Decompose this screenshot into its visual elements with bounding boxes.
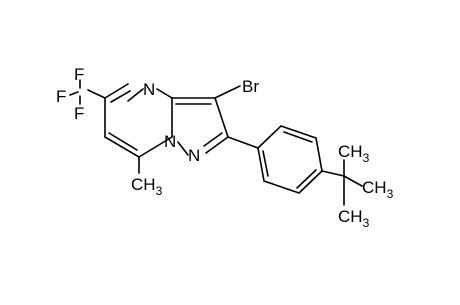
bond-n4-c3a bbox=[156, 88, 173, 99]
bond-c7-c6 bbox=[104, 136, 140, 158]
tbu-upper-methyl: CH3 bbox=[338, 142, 370, 165]
tbu-right-methyl: CH3 bbox=[362, 178, 394, 201]
bond-c5-n4 bbox=[127, 88, 144, 102]
bond-c2-n1-double bbox=[203, 132, 223, 147]
bond-c2-n1 bbox=[205, 136, 229, 154]
bond-c5-cf3 bbox=[87, 89, 106, 99]
bond-c5-n4-double bbox=[110, 90, 131, 103]
pyrimidine-ring bbox=[104, 83, 173, 158]
bond-c2-phenyl bbox=[227, 136, 259, 149]
tert-butyl-group bbox=[321, 159, 363, 206]
bond-c5-n4-edge bbox=[104, 83, 129, 99]
atom-fluorine-left: F bbox=[56, 87, 66, 106]
atom-bromine: Br bbox=[242, 77, 259, 96]
bond-ph-1 bbox=[257, 125, 282, 149]
bond-ph-3 bbox=[315, 137, 323, 172]
bond-ph-tbu bbox=[321, 170, 345, 177]
atom-n-bridge: N bbox=[164, 132, 176, 151]
bond-ph-5 bbox=[263, 180, 300, 194]
bond-ph-6-double bbox=[262, 150, 269, 177]
bond-ph-4-double bbox=[296, 169, 317, 189]
bond-ph-2 bbox=[280, 125, 317, 139]
bond-c7-c6-double bbox=[108, 132, 138, 151]
pyrazole-ring bbox=[171, 97, 229, 156]
atom-n-top: N bbox=[143, 80, 155, 99]
bond-ph-4 bbox=[298, 170, 323, 194]
bond-n8-c7 bbox=[138, 136, 173, 158]
bond-cf3-f-left bbox=[69, 91, 79, 96]
bond-tbu-right bbox=[343, 175, 363, 187]
bond-ph-2-double bbox=[283, 131, 313, 143]
tbu-lower-methyl: CH3 bbox=[338, 207, 370, 230]
methyl-group: CH3 bbox=[131, 175, 163, 198]
bond-n1-n8 bbox=[177, 141, 189, 156]
bond-c3-br bbox=[214, 85, 241, 99]
atom-fluorine-lower: F bbox=[74, 104, 84, 123]
phenyl-ring bbox=[257, 125, 323, 194]
atom-n-pyrazole: N bbox=[188, 146, 200, 165]
bond-ph-6 bbox=[257, 147, 265, 182]
atom-fluorine-top: F bbox=[74, 65, 84, 84]
bond-c3-c2 bbox=[214, 97, 229, 138]
